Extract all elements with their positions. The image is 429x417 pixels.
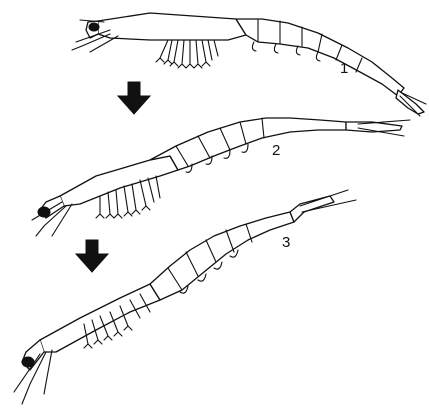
stage-label-2: 2	[272, 142, 280, 159]
shrimp-1-abdomen	[236, 19, 404, 96]
shrimp-1-carapace	[98, 13, 246, 40]
shrimp-stage-3: 3	[14, 190, 356, 404]
down-arrow-icon	[76, 240, 108, 272]
shrimp-1-tail-fan	[396, 90, 424, 114]
shrimp-3-tail-fan	[290, 196, 334, 222]
stage-label-1: 1	[340, 60, 348, 77]
shrimp-2-carapace	[60, 156, 178, 206]
shrimp-3-abdomen	[150, 212, 294, 300]
shrimp-1-thoracic-legs	[156, 40, 218, 68]
shrimp-1-eye	[89, 23, 99, 31]
shrimp-stage-2: 2	[32, 118, 410, 236]
stage-label-3: 3	[282, 234, 290, 251]
down-arrow-icon	[118, 82, 150, 114]
